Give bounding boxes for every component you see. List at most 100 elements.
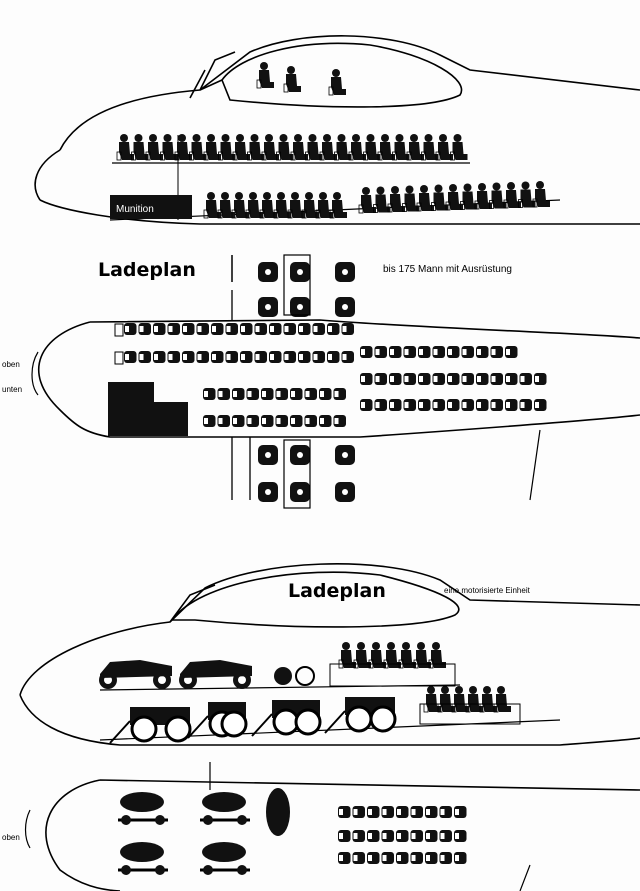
soldier-figure — [334, 134, 352, 161]
seat-pair — [225, 351, 238, 363]
seat-pair — [304, 388, 317, 400]
seat-pair — [360, 346, 373, 358]
soldier-figure — [174, 134, 192, 161]
seat-pair — [319, 415, 332, 427]
seat-pair — [138, 323, 151, 335]
soldier-figure — [315, 192, 333, 219]
seat-pair — [327, 351, 340, 363]
seat-pair — [196, 323, 209, 335]
seat-pair — [283, 323, 296, 335]
seat-pair — [439, 852, 452, 864]
soldier-figure — [474, 183, 492, 210]
seat-pair — [240, 323, 253, 335]
gun-plan — [266, 788, 290, 836]
soldier-figure — [445, 184, 463, 211]
munition-label: Munition — [116, 204, 154, 215]
small-wheel — [274, 667, 292, 685]
seat-pair — [374, 346, 387, 358]
seat-pair — [439, 806, 452, 818]
soldier-figure — [416, 185, 434, 212]
fuselage-side-view-motorized — [19, 563, 640, 746]
soldier-figure — [232, 134, 250, 161]
label-oben-1: oben — [2, 360, 20, 369]
soldier-figure — [203, 134, 221, 161]
seat-pair — [447, 399, 460, 411]
soldier-figure — [387, 186, 405, 213]
soldier-figure — [358, 187, 376, 214]
soldier-figure — [377, 134, 395, 161]
fuselage-plan-view-motorized — [24, 762, 640, 891]
seat-pair — [312, 351, 325, 363]
seat-pair — [167, 351, 180, 363]
seat-pair — [254, 323, 267, 335]
seat-pair — [124, 351, 137, 363]
seat-pair — [425, 852, 438, 864]
soldier-figure — [503, 182, 521, 209]
seat-pair — [505, 346, 518, 358]
seat-pair — [367, 852, 380, 864]
soldier-figure — [479, 686, 497, 713]
seated-troops-motorized — [329, 642, 521, 725]
seat-pair — [534, 373, 547, 385]
seat-pair — [403, 373, 416, 385]
seat-pair — [454, 852, 467, 864]
motorcycle-sidecar — [99, 660, 172, 689]
seated-troops-lower-deck — [203, 181, 550, 219]
soldier-figure — [259, 192, 277, 219]
motorcycle-plan — [118, 792, 168, 825]
soldier-figure — [402, 185, 420, 212]
seat-pair — [283, 351, 296, 363]
seat-pair — [246, 415, 259, 427]
seat-pair — [352, 830, 365, 842]
seat-pair — [454, 830, 467, 842]
soldier-figure — [189, 134, 207, 161]
soldier-figure — [460, 183, 478, 210]
soldier-figure — [328, 69, 346, 96]
soldier-figure — [451, 686, 469, 713]
seat-pair — [418, 346, 431, 358]
wing-seat — [335, 445, 355, 465]
vehicles-side — [99, 660, 397, 744]
seat-pair — [203, 388, 216, 400]
fuselage-plan-view-troops — [31, 290, 640, 501]
seat-pair — [341, 323, 354, 335]
seat-pair — [381, 830, 394, 842]
seat-pair — [490, 399, 503, 411]
seat-pair — [410, 852, 423, 864]
soldier-figure — [203, 192, 221, 219]
wing-seat — [335, 297, 355, 317]
section2-title: Ladeplan — [288, 580, 386, 602]
soldier-figure — [435, 134, 453, 161]
seat-pair — [275, 415, 288, 427]
wing-seat — [258, 262, 278, 282]
seat-pair — [261, 415, 274, 427]
seat-pair — [519, 373, 532, 385]
seat-pair — [425, 830, 438, 842]
gun-carriage — [187, 702, 248, 739]
seat-pair — [338, 830, 351, 842]
soldier-figure — [247, 134, 265, 161]
motorcycle-plan — [200, 842, 250, 875]
seated-troops-upper-deck — [116, 134, 468, 161]
seat-pair — [519, 399, 532, 411]
seat-pair — [425, 806, 438, 818]
soldier-figure — [116, 134, 134, 161]
seat-pair — [403, 346, 416, 358]
seat-pair — [432, 399, 445, 411]
gun-carriage — [109, 707, 192, 744]
soldier-figure — [518, 181, 536, 208]
gun-carriage — [251, 700, 322, 737]
seat-pair — [341, 351, 354, 363]
soldier-figure — [245, 192, 263, 219]
seat-pair — [490, 346, 503, 358]
seat-pair — [196, 351, 209, 363]
seat-pair — [203, 415, 216, 427]
seat-pair — [217, 388, 230, 400]
seat-pair — [338, 852, 351, 864]
section1-subtitle: bis 175 Mann mit Ausrüstung — [383, 264, 512, 275]
seat-pair — [490, 373, 503, 385]
seat-pair — [352, 852, 365, 864]
soldier-figure — [489, 182, 507, 209]
motorcycle-sidecar — [179, 660, 252, 689]
seat-pair — [439, 830, 452, 842]
